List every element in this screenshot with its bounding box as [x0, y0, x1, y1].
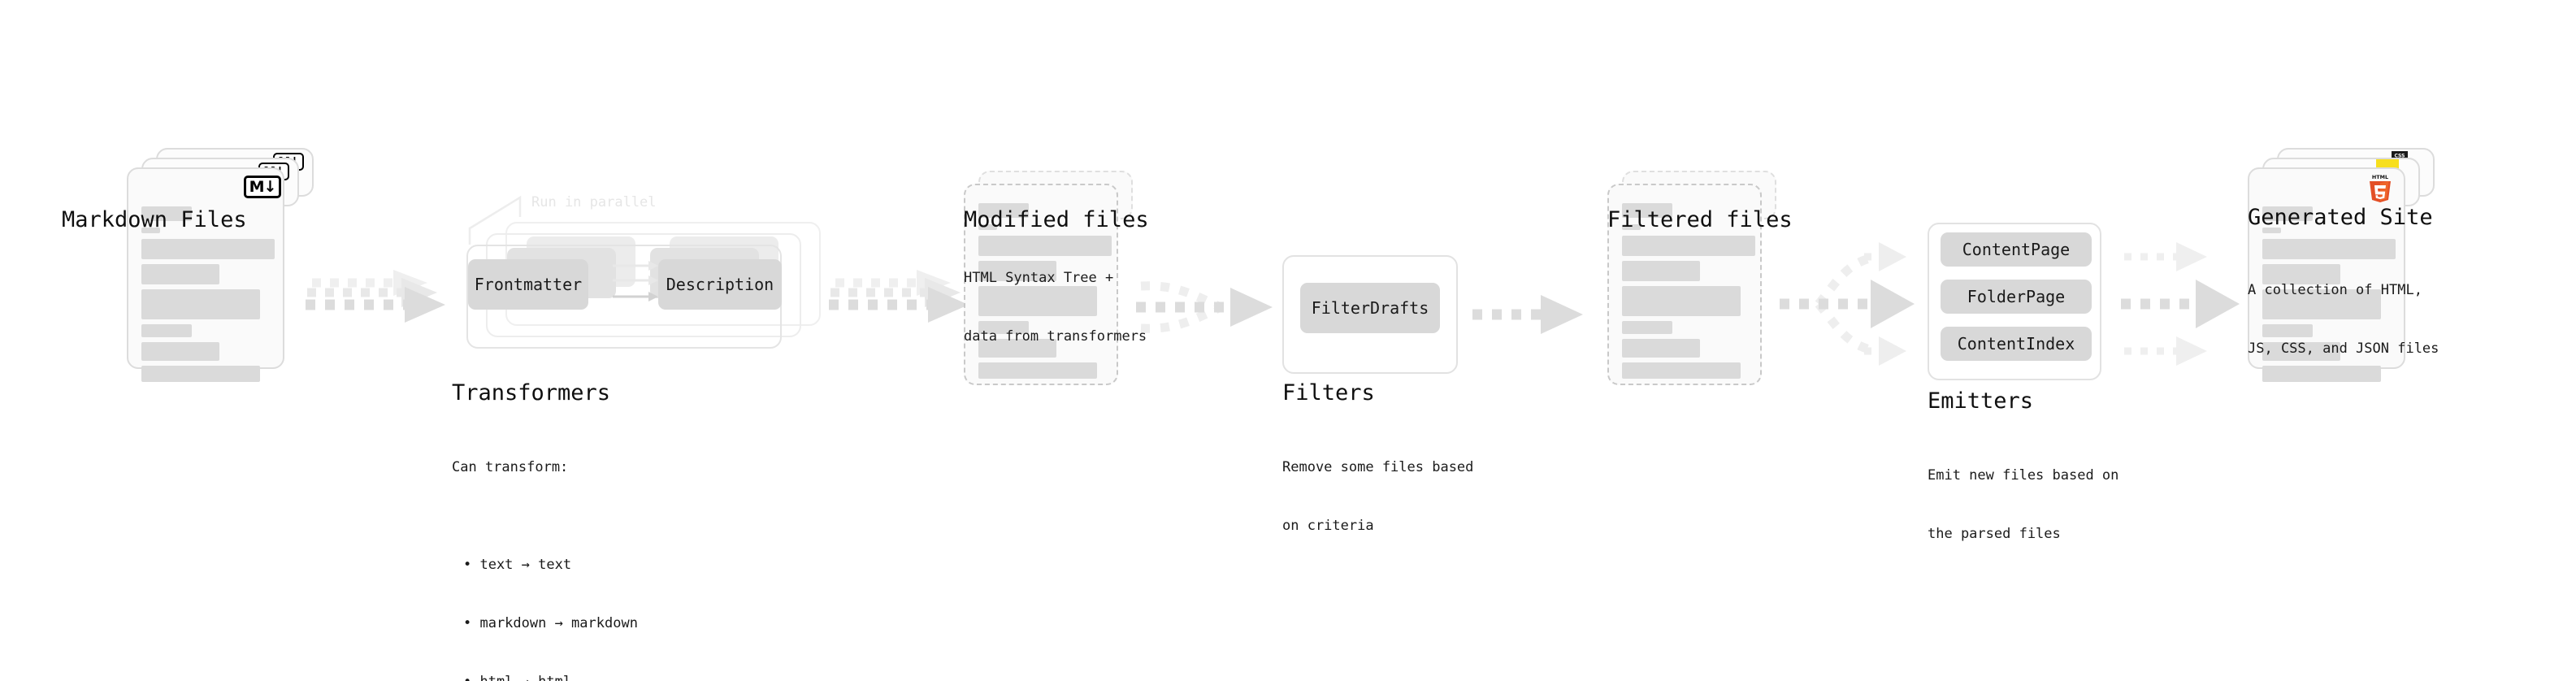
caption-line: Emit new files based on: [1928, 467, 2119, 484]
skeleton-bar: [1622, 203, 1672, 218]
skeleton-bar: [1622, 236, 1755, 256]
skeleton-bar: [1622, 286, 1741, 316]
run-in-parallel-bracket: [468, 195, 522, 245]
list-item: • html → html: [452, 672, 638, 681]
list-item: • markdown → markdown: [463, 615, 638, 631]
stage-title-filtered-files: Filtered files: [1607, 207, 1793, 232]
skeleton-bar: [978, 362, 1097, 379]
svg-text:HTML: HTML: [2372, 174, 2388, 180]
html5-icon: HTML: [2370, 174, 2391, 202]
generated-site-stack: CSS HTML: [2248, 148, 2435, 382]
emitters-container: [1928, 223, 2101, 380]
emitters-group: ContentPage FolderPage ContentIndex: [1928, 223, 2114, 385]
stage-title-modified-files: Modified files: [964, 207, 1149, 232]
skeleton-bar: [1622, 321, 1672, 334]
emitter-chip-contentpage[interactable]: ContentPage: [1941, 232, 2092, 267]
caption-line: A collection of HTML,: [2248, 282, 2422, 298]
markdown-files-stack: M↓ M↓ M↓: [127, 148, 314, 382]
stage-title-generated-site: Generated Site: [2248, 205, 2433, 230]
emitter-chip-folderpage[interactable]: FolderPage: [1941, 280, 2092, 314]
stage-title-transformers: Transformers: [452, 380, 611, 406]
connector-modified-to-filters: [1136, 281, 1273, 333]
skeleton-bar: [1622, 261, 1700, 281]
filter-chip-filterdrafts[interactable]: FilterDrafts: [1300, 283, 1440, 333]
connector-filters-to-filtered: [1472, 295, 1583, 334]
filters-container: [1282, 255, 1458, 374]
svg-text:CSS: CSS: [2395, 153, 2405, 158]
transformers-caption-intro: Can transform:: [452, 459, 569, 475]
stage-title-filters: Filters: [1282, 380, 1375, 406]
transformers-stack: Run in parallel Frontmatter Description: [452, 194, 826, 352]
skeleton-bar: [141, 239, 275, 259]
caption-line: data from transformers: [964, 328, 1147, 345]
stage-caption-transformers: Can transform: • text → text • markdown …: [452, 419, 638, 681]
skeleton-bar: [978, 339, 1056, 358]
connector-emitters-to-site: [2121, 242, 2240, 366]
skeleton-bar: [2262, 324, 2313, 337]
transformer-chip-frontmatter[interactable]: Frontmatter: [468, 259, 588, 310]
skeleton-bar: [978, 224, 997, 230]
skeleton-bar: [978, 236, 1112, 256]
caption-line: Remove some files based: [1282, 459, 1474, 475]
filtered-files-stack: [1607, 171, 1786, 387]
emitter-chip-contentindex[interactable]: ContentIndex: [1941, 327, 2092, 361]
modified-files-stack: [964, 171, 1143, 387]
stage-caption-generated-site: A collection of HTML, JS, CSS, and JSON …: [2248, 241, 2439, 397]
skeleton-bar: [978, 286, 1097, 316]
skeleton-bar: [141, 206, 192, 221]
skeleton-bar: [141, 264, 219, 284]
connector-transformers-to-modified: [829, 270, 969, 323]
skeleton-bar: [141, 366, 260, 382]
skeleton-bar: [978, 203, 1029, 218]
skeleton-bar: [141, 324, 192, 337]
stage-caption-emitters: Emit new files based on the parsed files: [1928, 427, 2118, 583]
skeleton-bar: [2262, 289, 2381, 319]
caption-line: the parsed files: [1928, 526, 2061, 542]
skeleton-bar: [1622, 224, 1641, 230]
transformers-bullet-list: • text → text • markdown → markdown • ht…: [452, 516, 638, 681]
run-in-parallel-note: Run in parallel: [531, 194, 657, 210]
caption-line: HTML Syntax Tree +: [964, 270, 1114, 286]
skeleton-bar: [1622, 362, 1741, 379]
stage-title-emitters: Emitters: [1928, 388, 2034, 414]
transformer-inner-arrows: [613, 261, 658, 301]
connector-filtered-to-emitters: [1780, 242, 1915, 366]
caption-line: JS, CSS, and JSON files: [2248, 340, 2439, 357]
filters-group: FilterDrafts: [1282, 255, 1461, 377]
skeleton-bar: [2262, 239, 2396, 259]
list-item: • text → text: [463, 557, 572, 573]
skeleton-bar: [2262, 228, 2281, 233]
skeleton-bar: [2262, 206, 2313, 221]
skeleton-bar: [2262, 264, 2340, 284]
skeleton-bar: [141, 342, 219, 361]
stage-caption-filters: Remove some files based on criteria: [1282, 419, 1473, 575]
stage-title-markdown-files: Markdown Files: [62, 207, 247, 232]
caption-line: on criteria: [1282, 518, 1374, 534]
skeleton-bar: [141, 289, 260, 319]
skeleton-bar: [978, 321, 1029, 334]
markdown-icon: M↓: [244, 176, 281, 198]
connector-md-to-transformers: [306, 270, 445, 323]
skeleton-bar: [978, 261, 1056, 281]
skeleton-bar: [141, 228, 160, 233]
skeleton-bar: [2262, 366, 2381, 382]
skeleton-bar: [2262, 342, 2340, 361]
skeleton-bar: [1622, 339, 1700, 358]
transformer-chip-description[interactable]: Description: [658, 259, 782, 310]
stage-caption-modified-files: HTML Syntax Tree + data from transformer…: [964, 229, 1147, 385]
